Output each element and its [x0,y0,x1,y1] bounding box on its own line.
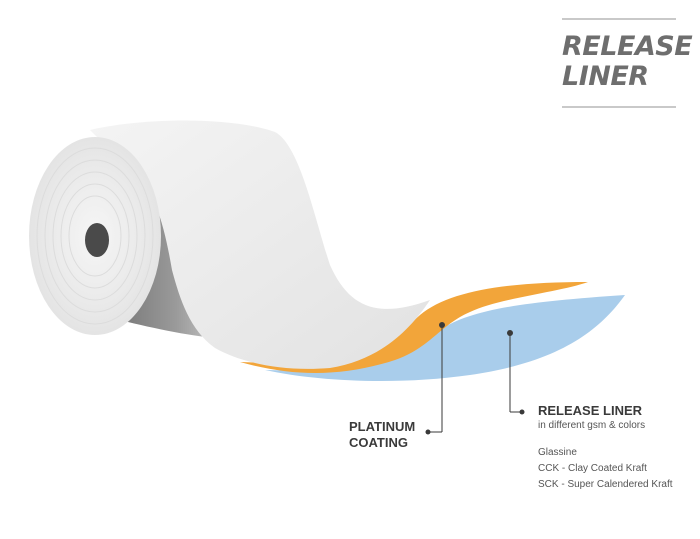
liner-type-item: Glassine [538,447,577,458]
release-liner-label: RELEASE LINER in different gsm & colors … [538,403,698,493]
title-bottom-rule [562,106,676,108]
diagram-title: RELEASE LINER [562,31,693,92]
platinum-callout [425,322,445,435]
platinum-coating-label: PLATINUM COATING [349,419,439,451]
liner-type-item: CCK - Clay Coated Kraft [538,463,647,474]
title-top-rule [562,18,676,20]
release-liner-callout [507,330,525,415]
paper-sheet [90,120,430,369]
release-liner-subtitle: in different gsm & colors [538,420,646,431]
release-liner-types: Glassine CCK - Clay Coated Kraft SCK - S… [538,445,698,493]
title-block: RELEASE LINER [562,18,693,108]
platinum-label-line-2: COATING [349,435,408,450]
release-liner-title: RELEASE LINER [538,403,643,418]
roll-core-hole [85,223,109,257]
title-line-2: LINER [562,61,649,92]
liner-type-item: SCK - Super Calendered Kraft [538,479,673,490]
roll-winding-rings [36,147,154,325]
platinum-coating-layer [240,282,588,373]
release-liner-layer [265,295,625,382]
title-line-1: RELEASE [562,31,693,62]
platinum-label-line-1: PLATINUM [349,419,416,434]
